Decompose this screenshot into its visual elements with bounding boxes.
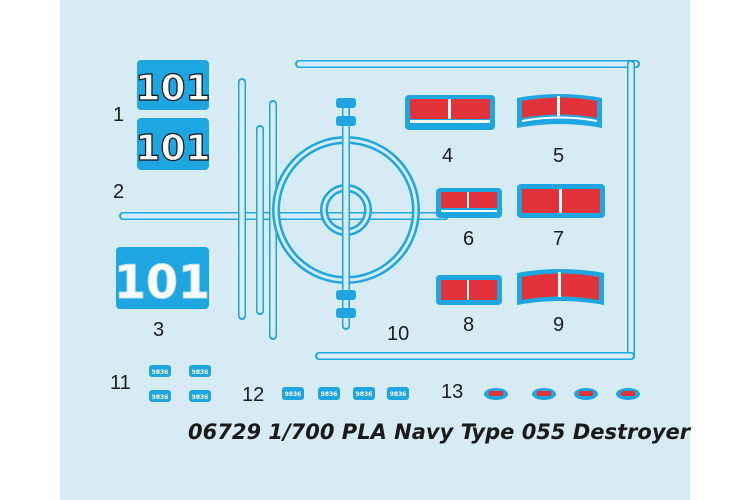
sheet-caption: 06729 1/700 PLA Navy Type 055 Destroyer	[188, 420, 691, 444]
decal-6-flag	[436, 188, 502, 218]
part-number-7: 7	[553, 228, 565, 250]
decal-7-flag	[517, 184, 605, 218]
svg-text:9836: 9836	[285, 391, 302, 398]
part-number-6: 6	[463, 228, 475, 250]
decal-11-plates: 9836 9836 9836 9836	[149, 365, 211, 402]
decal-13-flags	[484, 388, 640, 400]
part-number-10: 10	[387, 323, 410, 345]
part-number-2: 2	[113, 181, 125, 203]
svg-text:9836: 9836	[152, 369, 169, 376]
decal-5-flag	[517, 94, 602, 128]
decal-2-assembly	[119, 78, 449, 340]
part-number-11: 11	[110, 372, 131, 394]
svg-text:9836: 9836	[356, 391, 373, 398]
part-number-5: 5	[553, 145, 565, 167]
decal-3: 101	[113, 247, 211, 310]
decal-1-bottom-text: 101	[135, 128, 210, 169]
part-number-12: 12	[242, 384, 265, 406]
svg-text:9836: 9836	[390, 391, 407, 398]
decal-3-text: 101	[114, 255, 210, 309]
svg-text:9836: 9836	[321, 391, 338, 398]
decal-4-flag	[405, 95, 495, 130]
svg-text:9836: 9836	[152, 394, 169, 401]
part-number-4: 4	[442, 145, 454, 167]
decal-1-bottom: 101	[135, 118, 211, 170]
decal-artwork: .bl{stroke:#1da6e0;fill:none;} .bf{fill:…	[113, 60, 640, 402]
decal-9-flag	[517, 269, 604, 305]
decal-sheet: .bl{stroke:#1da6e0;fill:none;} .bf{fill:…	[60, 0, 690, 500]
part-number-9: 9	[553, 314, 565, 336]
decal-8-flag	[436, 275, 502, 305]
part-number-3: 3	[153, 319, 165, 341]
part-number-13: 13	[441, 381, 464, 403]
decal-1-top: 101	[135, 60, 211, 110]
decal-12-plates: 9836 9836 9836 9836	[282, 387, 409, 400]
svg-text:9836: 9836	[192, 369, 209, 376]
decal-1-top-text: 101	[135, 68, 210, 109]
part-number-1: 1	[113, 104, 125, 126]
svg-text:9836: 9836	[192, 394, 209, 401]
part-number-8: 8	[463, 314, 475, 336]
decal-10-frame	[295, 60, 640, 360]
